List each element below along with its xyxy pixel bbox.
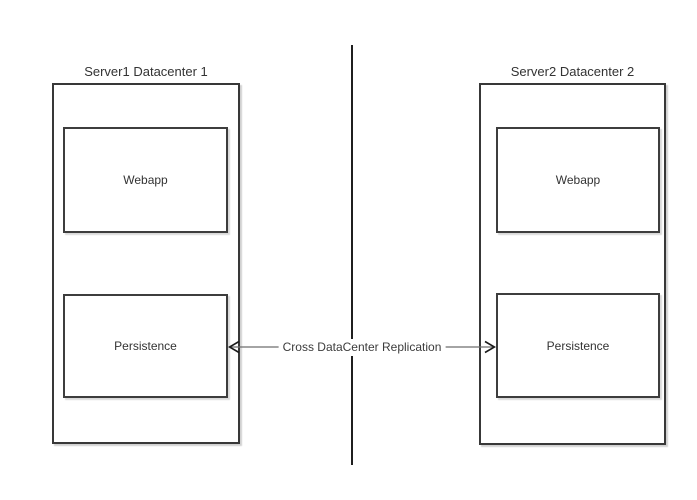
datacenter-2-webapp-box: Webapp — [496, 127, 660, 233]
replication-label: Cross DataCenter Replication — [278, 339, 446, 356]
arrowhead-right-icon — [484, 340, 496, 354]
datacenter-2-persistence-box: Persistence — [496, 293, 660, 398]
datacenter-2-title: Server2 Datacenter 2 — [510, 64, 635, 79]
datacenter-1-title: Server1 Datacenter 1 — [84, 64, 208, 79]
datacenter-2-webapp-label: Webapp — [555, 173, 601, 187]
arrowhead-left-icon — [228, 340, 240, 354]
datacenter-1-persistence-label: Persistence — [114, 339, 177, 353]
datacenter-1-persistence-box: Persistence — [63, 294, 228, 398]
datacenter-2-persistence-label: Persistence — [546, 338, 610, 353]
datacenter-1-webapp-label: Webapp — [123, 173, 168, 187]
datacenter-divider-line — [351, 45, 353, 465]
datacenter-1-webapp-box: Webapp — [63, 127, 228, 233]
